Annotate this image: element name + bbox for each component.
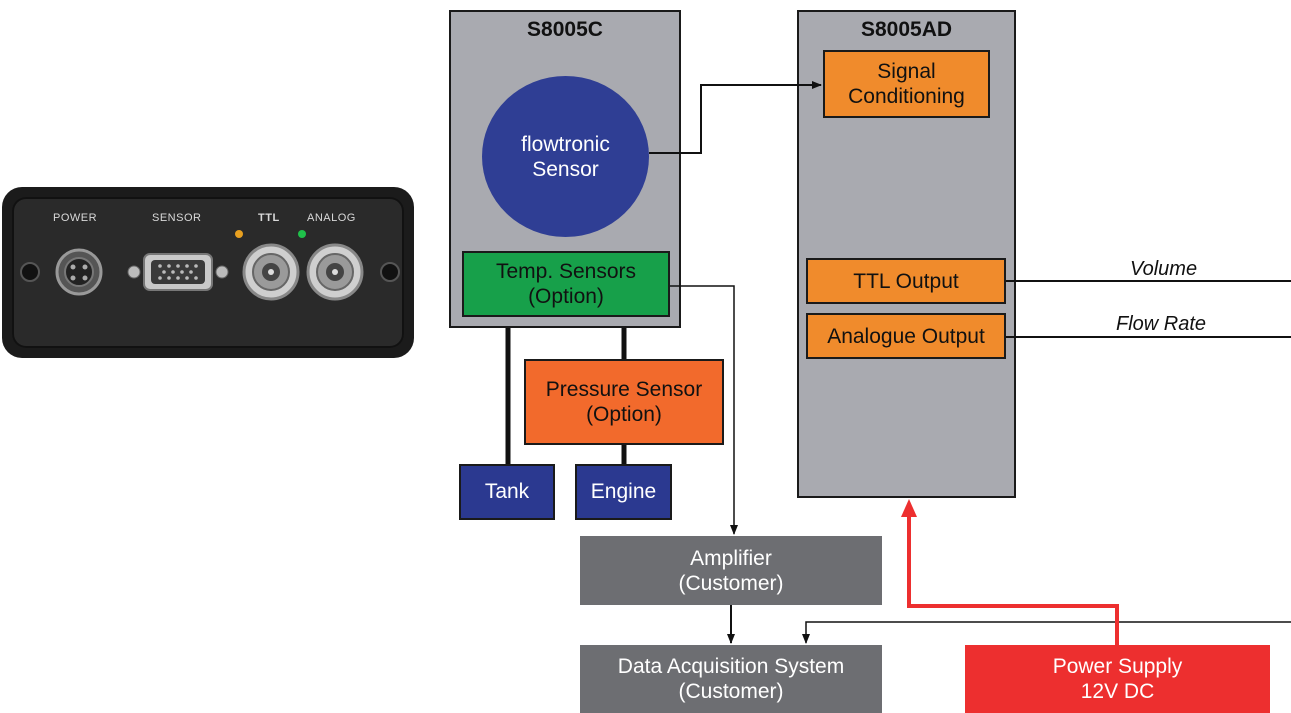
signal-conditioning-line1: Signal [877, 60, 936, 83]
flowtronic-to-signal-wire [649, 81, 822, 154]
device-label-sensor: SENSOR [152, 212, 202, 224]
power-supply-block: Power Supply 12V DC [965, 645, 1270, 713]
power-connector-icon [55, 248, 103, 296]
external-to-daq-wire [802, 621, 1291, 644]
pressure-sensor-line1: Pressure Sensor [545, 378, 703, 401]
tank-label: Tank [484, 480, 530, 503]
engine-block: Engine [575, 464, 672, 520]
device-label-power: POWER [53, 212, 98, 224]
analogue-output-label: Analogue Output [827, 324, 985, 348]
ttl-output-block: TTL Output [806, 258, 1006, 304]
signal-conditioning-block: Signal Conditioning [823, 50, 990, 118]
flowtronic-label-line2: Sensor [532, 157, 599, 181]
right-screw-icon [380, 262, 400, 282]
signal-conditioning-line2: Conditioning [848, 85, 965, 108]
amplifier-line1: Amplifier [690, 546, 772, 570]
flowtronic-sensor: flowtronic Sensor [482, 76, 649, 237]
temp-sensors-block: Temp. Sensors (Option) [462, 251, 670, 317]
ttl-led-icon [235, 230, 243, 238]
device-label-ttl: TTL [258, 212, 280, 224]
amplifier-block: Amplifier (Customer) [580, 536, 882, 605]
pressure-sensor-line2: (Option) [586, 403, 662, 426]
ttl-bnc-connector-icon [242, 243, 300, 301]
temp-to-amplifier-wire [670, 285, 738, 535]
volume-label: Volume [1130, 258, 1198, 280]
analog-bnc-connector-icon [306, 243, 364, 301]
data-acquisition-block: Data Acquisition System (Customer) [580, 645, 882, 713]
analogue-output-block: Analogue Output [806, 313, 1006, 359]
engine-label: Engine [590, 480, 657, 503]
flow-rate-label: Flow Rate [1116, 313, 1207, 335]
s8005ad-title: S8005AD [860, 18, 953, 41]
device-label-analog: ANALOG [307, 212, 356, 224]
amplifier-line2: (Customer) [678, 571, 784, 595]
ttl-output-label: TTL Output [853, 269, 959, 293]
daq-line1: Data Acquisition System [617, 655, 845, 678]
flowtronic-label-line1: flowtronic [521, 132, 610, 156]
temp-sensors-line1: Temp. Sensors [495, 260, 637, 283]
analog-led-icon [298, 230, 306, 238]
sensor-connector-icon [127, 253, 229, 291]
pressure-sensor-block: Pressure Sensor (Option) [524, 359, 724, 445]
left-screw-icon [20, 262, 40, 282]
temp-sensors-line2: (Option) [528, 285, 604, 308]
power-supply-line1: Power Supply [1052, 655, 1183, 678]
s8005c-title: S8005C [527, 18, 603, 41]
power-supply-wire [901, 499, 1119, 645]
daq-line2: (Customer) [678, 680, 784, 703]
tank-block: Tank [459, 464, 555, 520]
power-supply-line2: 12V DC [1080, 680, 1155, 703]
